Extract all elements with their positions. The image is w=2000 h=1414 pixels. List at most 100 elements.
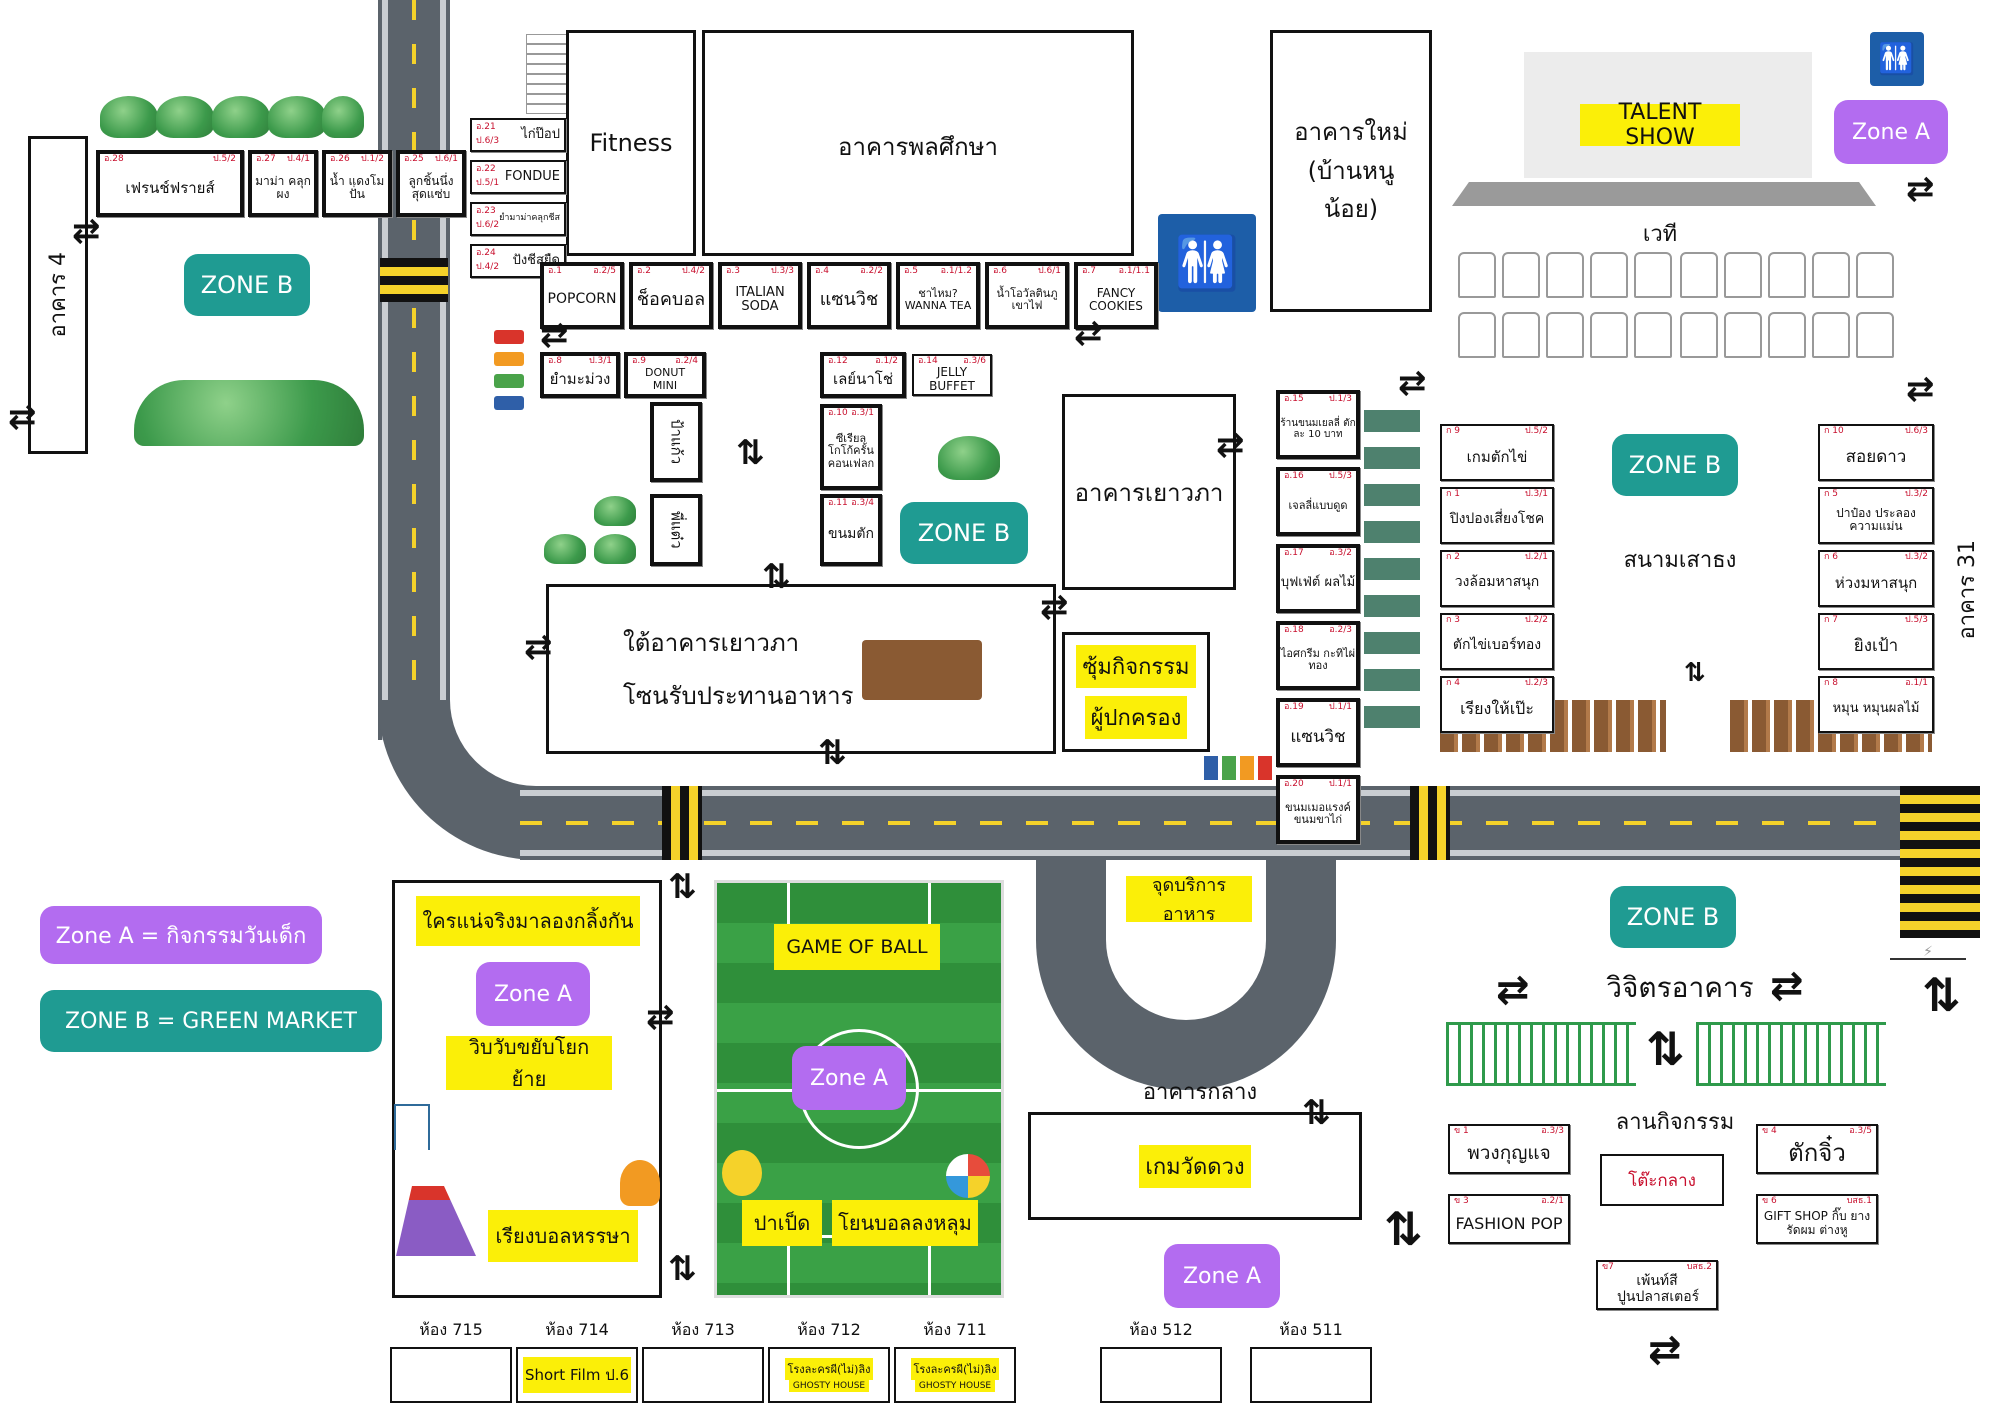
bush-icon xyxy=(100,96,158,138)
arrow-lr-icon: ⇄ xyxy=(1040,587,1069,627)
zone-a-badge: Zone A xyxy=(1834,100,1948,164)
gym-front-stalls-2-cls: ป.3/3 xyxy=(770,266,794,276)
stage-front xyxy=(1452,182,1876,206)
legend-zone-a: Zone A = กิจกรรมวันเด็ก xyxy=(40,906,322,964)
buildings-youth-building: อาคารเยาวภา xyxy=(1074,478,1224,507)
vertical-stalls-1-name: พี่แต๋ว xyxy=(667,511,686,549)
bush-icon xyxy=(134,380,364,446)
middle-stalls-1-name: DONUT MINI xyxy=(645,366,686,392)
yard-stalls-3-cls: บสธ.1 xyxy=(1846,1196,1872,1206)
buildings-activity-yard: ลานกิจกรรม xyxy=(1615,1110,1735,1135)
youth-side-stalls-3-cls: อ.2/3 xyxy=(1329,625,1352,635)
bush-icon xyxy=(156,96,214,138)
buildings-duck: ปาเป็ด xyxy=(753,1211,811,1235)
stall[interactable]: พี่แต๋ว xyxy=(650,494,702,566)
yard-stalls-4-name: เพ้นท์สี ปูนปลาสเตอร์ xyxy=(1617,1273,1700,1305)
game-stalls-left-2-cls: ป.2/1 xyxy=(1524,552,1548,562)
central-building-label: อาคารกลาง xyxy=(1130,1074,1270,1109)
room[interactable]: ห้อง 512 xyxy=(1100,1318,1222,1403)
arrow-lr-icon: ⇄ xyxy=(540,315,569,355)
game-stalls-right-2-cls: ป.3/2 xyxy=(1904,552,1928,562)
middle-stalls-3-name: JELLY BUFFET xyxy=(929,365,975,393)
gym-front-stalls-5-cls: ป.6/1 xyxy=(1037,266,1061,276)
road-vertical-left xyxy=(378,0,450,740)
game-stalls-right-4-code: ก 8 xyxy=(1824,678,1839,688)
buildings-parents-corner-line2: ผู้ปกครอง xyxy=(1084,696,1188,739)
audience-chairs xyxy=(1680,252,1894,358)
buildings-center-table: โต๊ะกลาง xyxy=(1628,1170,1696,1191)
parents-activity-booth: ซุ้มกิจกรรม ผู้ปกครอง xyxy=(1062,632,1210,752)
stall[interactable]: ป้าแก้ว xyxy=(650,402,702,482)
top-left-stalls-3-cls: ป.6/1 xyxy=(434,154,458,164)
room[interactable]: ห้อง 511 xyxy=(1250,1318,1372,1403)
middle-stalls-5-name: ขนมตัก xyxy=(828,525,874,542)
yard-stalls-2-name: ตักจิ๋ว xyxy=(1788,1139,1846,1168)
buildings-central-building: อาคารกลาง xyxy=(1142,1080,1258,1105)
buildings-stage-label: เวที xyxy=(1642,222,1678,247)
vertical-stalls-0-name: ป้าแก้ว xyxy=(667,419,686,465)
room[interactable]: ห้อง 711 โรงละครผี(ไม่)ลิง GHOSTY HOUSE xyxy=(894,1318,1016,1403)
zone-b-badge: ZONE B xyxy=(184,254,310,316)
gym-front-stalls-0-code: อ.1 xyxy=(548,266,562,276)
yard-stalls-3-code: ข 6 xyxy=(1762,1196,1777,1206)
room[interactable]: ห้อง 713 xyxy=(642,1318,764,1403)
middle-stalls-1-code: อ.9 xyxy=(632,356,646,366)
youth-side-stalls-2-cls: อ.3/2 xyxy=(1329,548,1352,558)
activity-yard-label: ลานกิจกรรม xyxy=(1600,1104,1750,1139)
middle-stalls-4-code: อ.10 xyxy=(828,408,848,418)
building-4: อาคาร 4 xyxy=(28,136,88,454)
activity-movement: วิบวับขยับโยกย้าย xyxy=(446,1035,612,1091)
recycle-bins-icon xyxy=(494,330,524,410)
buildings-building4: อาคาร 4 xyxy=(45,252,71,338)
plants-icon xyxy=(1364,410,1420,740)
arrow-lr-icon: ⇄ xyxy=(1398,363,1427,403)
room[interactable]: ห้อง 715 xyxy=(390,1318,512,1403)
rooms-4-label: ห้อง 711 xyxy=(923,1320,987,1339)
room[interactable]: ห้อง 712 โรงละครผี(ไม่)ลิง GHOSTY HOUSE xyxy=(768,1318,890,1403)
arrow-lr-icon: ⇄ xyxy=(1770,963,1804,1009)
room[interactable]: ห้อง 714 Short Film ป.6 xyxy=(516,1318,638,1403)
top-left-stalls-0-cls: ป.5/2 xyxy=(212,154,236,164)
